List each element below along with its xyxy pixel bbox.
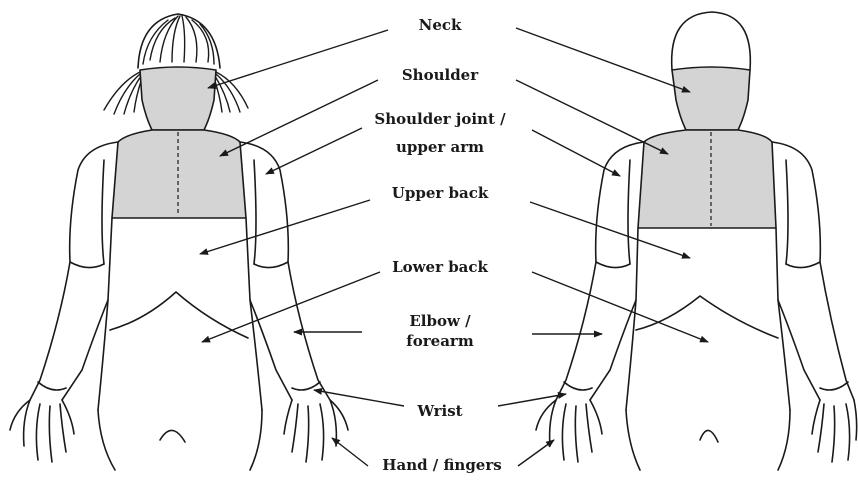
labels: Neck Shoulder Shoulder joint / upper arm… <box>374 16 506 474</box>
neck-region-front <box>140 67 216 130</box>
label-shoulder-joint-line2: upper arm <box>396 138 484 156</box>
shoulder-region-front <box>112 130 246 218</box>
label-neck: Neck <box>419 16 462 34</box>
neck-region-back <box>672 67 750 130</box>
label-wrist: Wrist <box>416 402 462 420</box>
arrow-wrist-left <box>314 390 404 406</box>
pointer-arrows <box>200 28 708 466</box>
arrow-lower-back-right <box>532 272 708 342</box>
arrow-shoulder-joint-left <box>266 128 362 174</box>
label-hand: Hand / fingers <box>382 456 501 474</box>
head-back <box>672 12 751 70</box>
arrow-neck-left <box>208 30 388 88</box>
arrow-hand-left <box>332 438 368 466</box>
label-upper-back: Upper back <box>392 184 489 202</box>
arrow-shoulder-right <box>516 80 668 154</box>
figure-front <box>10 14 348 470</box>
arrow-shoulder-left <box>220 80 378 156</box>
shoulder-region-back <box>638 130 776 228</box>
label-elbow-line2: forearm <box>406 332 474 350</box>
arrow-shoulder-joint-right <box>532 130 620 176</box>
label-lower-back: Lower back <box>392 258 488 276</box>
arrow-hand-right <box>518 440 554 466</box>
figure-back <box>536 12 857 470</box>
label-elbow-line1: Elbow / <box>409 312 471 330</box>
label-shoulder: Shoulder <box>402 66 479 84</box>
arrow-neck-right <box>516 28 690 92</box>
label-shoulder-joint-line1: Shoulder joint / <box>374 110 506 128</box>
